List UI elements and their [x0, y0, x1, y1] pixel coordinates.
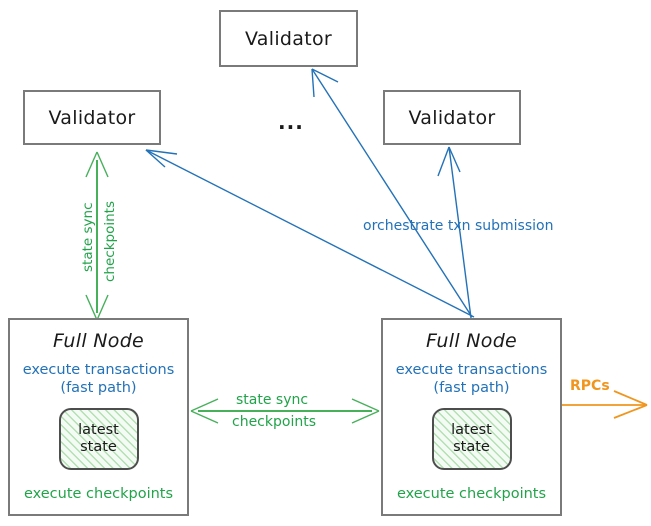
fullnode-left-subtitle-line1: execute transactions: [22, 362, 175, 378]
fullnode-right-subtitle: execute transactions (fast path): [396, 361, 548, 397]
validator-right-label: Validator: [408, 106, 496, 129]
rpcs-edge: [562, 390, 648, 419]
fullnode-right-state-line1: latest: [451, 421, 492, 438]
state-sync-vertical-label-line1: state sync: [80, 202, 96, 273]
ellipsis-label: ...: [278, 110, 304, 134]
state-sync-vertical-label-line2: checkpoints: [102, 201, 118, 282]
orchestrate-label: orchestrate txn submission: [363, 218, 554, 234]
state-sync-horizontal-label-line2: checkpoints: [232, 414, 316, 430]
fullnode-right-subtitle-line2: (fast path): [433, 380, 510, 397]
fullnode-left-state-line1: latest: [78, 421, 119, 438]
fullnode-right-title: Full Node: [425, 330, 518, 352]
fullnode-left-state-chip[interactable]: latest state: [58, 408, 139, 471]
state-sync-horizontal-label-line1: state sync: [236, 392, 309, 408]
rpcs-label: RPCs: [570, 378, 610, 394]
fullnode-left-footer: execute checkpoints: [23, 486, 174, 503]
fullnode-right-box[interactable]: Full Node execute transactions (fast pat…: [381, 318, 562, 516]
fullnode-left-subtitle-line2: (fast path): [60, 380, 137, 397]
fullnode-right-footer: execute checkpoints: [396, 486, 547, 503]
validator-left-box[interactable]: Validator: [23, 90, 161, 145]
validator-top-box[interactable]: Validator: [219, 10, 358, 67]
validator-right-box[interactable]: Validator: [383, 90, 521, 145]
fullnode-left-state-line2: state: [80, 439, 117, 456]
fullnode-right-subtitle-line1: execute transactions: [395, 362, 548, 378]
fullnode-left-title: Full Node: [52, 330, 145, 352]
fullnode-left-subtitle: execute transactions (fast path): [23, 361, 175, 397]
fullnode-right-state-line2: state: [453, 439, 490, 456]
validator-left-label: Validator: [48, 106, 136, 129]
fullnode-left-box[interactable]: Full Node execute transactions (fast pat…: [8, 318, 189, 516]
validator-top-label: Validator: [244, 27, 332, 50]
fullnode-right-state-chip[interactable]: latest state: [431, 408, 512, 471]
